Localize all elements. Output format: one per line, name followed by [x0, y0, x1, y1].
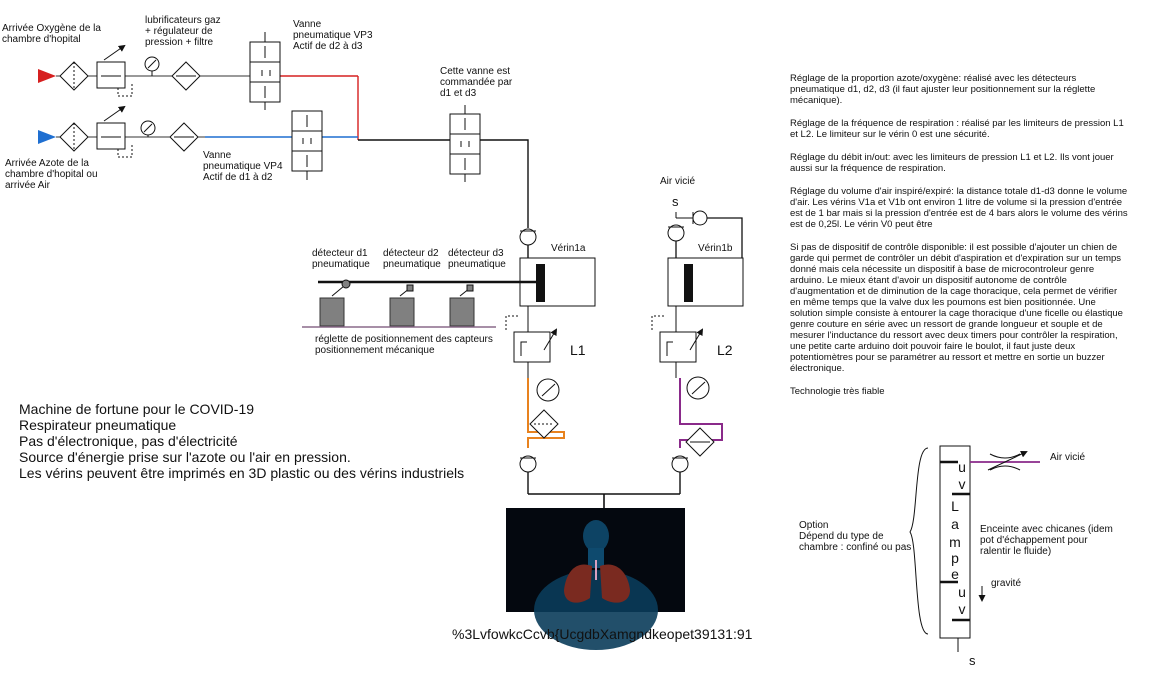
nitrogen-regulator-icon — [96, 105, 133, 158]
lamp-letter: e — [951, 566, 959, 582]
check-valve-top-b-icon — [667, 224, 685, 258]
lubricators-label: lubrificateurs gaz + régulateur de press… — [145, 15, 221, 48]
detector-d1-icon — [319, 279, 351, 327]
note-proportion: Réglage de la proportion azote/oxygène: … — [790, 73, 1096, 106]
cylinder-v1b-label: Vérin1b — [698, 243, 733, 254]
lubricator-right-icon — [685, 427, 715, 457]
option-label: Option Dépend du type de chambre : confi… — [799, 520, 912, 553]
note-flow: Réglage du débit in/out: avec les limite… — [790, 152, 1114, 174]
nitrogen-inlet-arrow-icon — [38, 130, 56, 144]
s-top-label: s — [672, 194, 679, 209]
lamp-letter: a — [951, 516, 959, 532]
control-valve-icon — [449, 105, 481, 182]
limiter-l1-label: L1 — [570, 342, 586, 358]
detector-d1-label: détecteur d1 pneumatique — [312, 248, 370, 270]
oxygen-lubricator-icon — [171, 61, 201, 91]
summary-line: Les vérins peuvent être imprimés en 3D p… — [19, 465, 465, 481]
control-to-cylinder-line — [480, 139, 529, 228]
s-bottom-label: s — [969, 653, 976, 668]
lamp-letter: m — [949, 534, 961, 550]
gravity-label: gravité — [991, 578, 1022, 589]
patient-supply-line — [528, 493, 680, 510]
nitrogen-gauge-icon — [140, 120, 156, 137]
summary-line: Machine de fortune pour le COVID-19 — [19, 401, 255, 417]
lamp-letter: L — [951, 498, 959, 514]
oxygen-gauge-icon — [144, 56, 160, 76]
valve-control-label: Cette vanne est commandée par d1 et d3 — [440, 66, 513, 99]
oxygen-filter-icon — [59, 61, 89, 91]
note-frequency: Réglage de la fréquence de respiration :… — [790, 118, 1124, 140]
gauge-right-icon — [686, 376, 710, 400]
lungs-image — [506, 508, 685, 650]
uv-lamp-chamber-icon — [939, 445, 1040, 652]
oxygen-inlet-label: Arrivée Oxygène de la chambre d'hopital — [2, 23, 101, 45]
summary-line: Respirateur pneumatique — [19, 417, 177, 433]
limiter-l2-label: L2 — [717, 342, 733, 358]
valve-vp4-label: Vanne pneumatique VP4 Actif de d1 à d2 — [203, 150, 283, 183]
note-reliability: Technologie très fiable — [790, 386, 885, 397]
check-valve-bottom-b-icon — [671, 455, 689, 494]
detector-d2-icon — [389, 284, 415, 327]
uv-letter: v — [958, 601, 966, 617]
detector-d3-label: détecteur d3 pneumatique — [448, 248, 506, 270]
check-valve-top-a-icon — [519, 228, 537, 258]
valve-vp4-icon — [291, 110, 323, 180]
notes-panel: Réglage de la proportion azote/oxygène: … — [790, 73, 1130, 409]
option-brace — [909, 447, 929, 635]
limiter-l1-icon — [505, 306, 558, 363]
cylinder-v1b-icon — [667, 257, 744, 307]
enceinte-label: Enceinte avec chicanes (idem pot d'échap… — [980, 524, 1113, 557]
note-control: Si pas de dispositif de contrôle disponi… — [790, 242, 1123, 374]
summary-line: Source d'énergie prise sur l'azote ou l'… — [19, 449, 351, 465]
valve-vp3-label: Vanne pneumatique VP3 Actif de d2 à d3 — [293, 19, 373, 52]
nitrogen-filter-icon — [59, 122, 89, 152]
caption-id: %3LvfowkcCcvb{UcgdbXamgndkeopet39131:91 — [452, 626, 753, 642]
air-vicie-top-label: Air vicié — [660, 176, 696, 187]
oxygen-inlet-arrow-icon — [38, 69, 56, 83]
detector-d2-label: détecteur d2 pneumatique — [383, 248, 441, 270]
check-valve-bottom-a-icon — [519, 455, 537, 494]
gauge-left-icon — [536, 378, 560, 402]
oxygen-regulator-icon — [96, 44, 133, 97]
orange-branch-line — [527, 362, 565, 448]
note-volume: Réglage du volume d'air inspiré/expiré: … — [790, 186, 1128, 230]
filter-left-icon — [529, 409, 559, 439]
summary-line: Pas d'électronique, pas d'électricité — [19, 433, 238, 449]
detector-d3-icon — [449, 284, 475, 327]
uv-letter: v — [958, 476, 966, 492]
air-vicie-side-label: Air vicié — [1050, 452, 1086, 463]
cylinder-v1a-icon — [318, 257, 596, 307]
nitrogen-lubricator-icon — [169, 122, 199, 152]
lamp-letter: p — [951, 550, 959, 566]
nitrogen-inlet-label: Arrivée Azote de la chambre d'hopital ou… — [5, 158, 98, 191]
valve-vp3-icon — [249, 32, 281, 110]
reglette-label: réglette de positionnement des capteurs … — [315, 334, 493, 356]
uv-letter: u — [958, 584, 966, 600]
limiter-l2-icon — [651, 306, 704, 363]
cylinder-v1a-label: Vérin1a — [551, 243, 586, 254]
purple-branch-line — [675, 362, 723, 448]
uv-letter: u — [958, 459, 966, 475]
